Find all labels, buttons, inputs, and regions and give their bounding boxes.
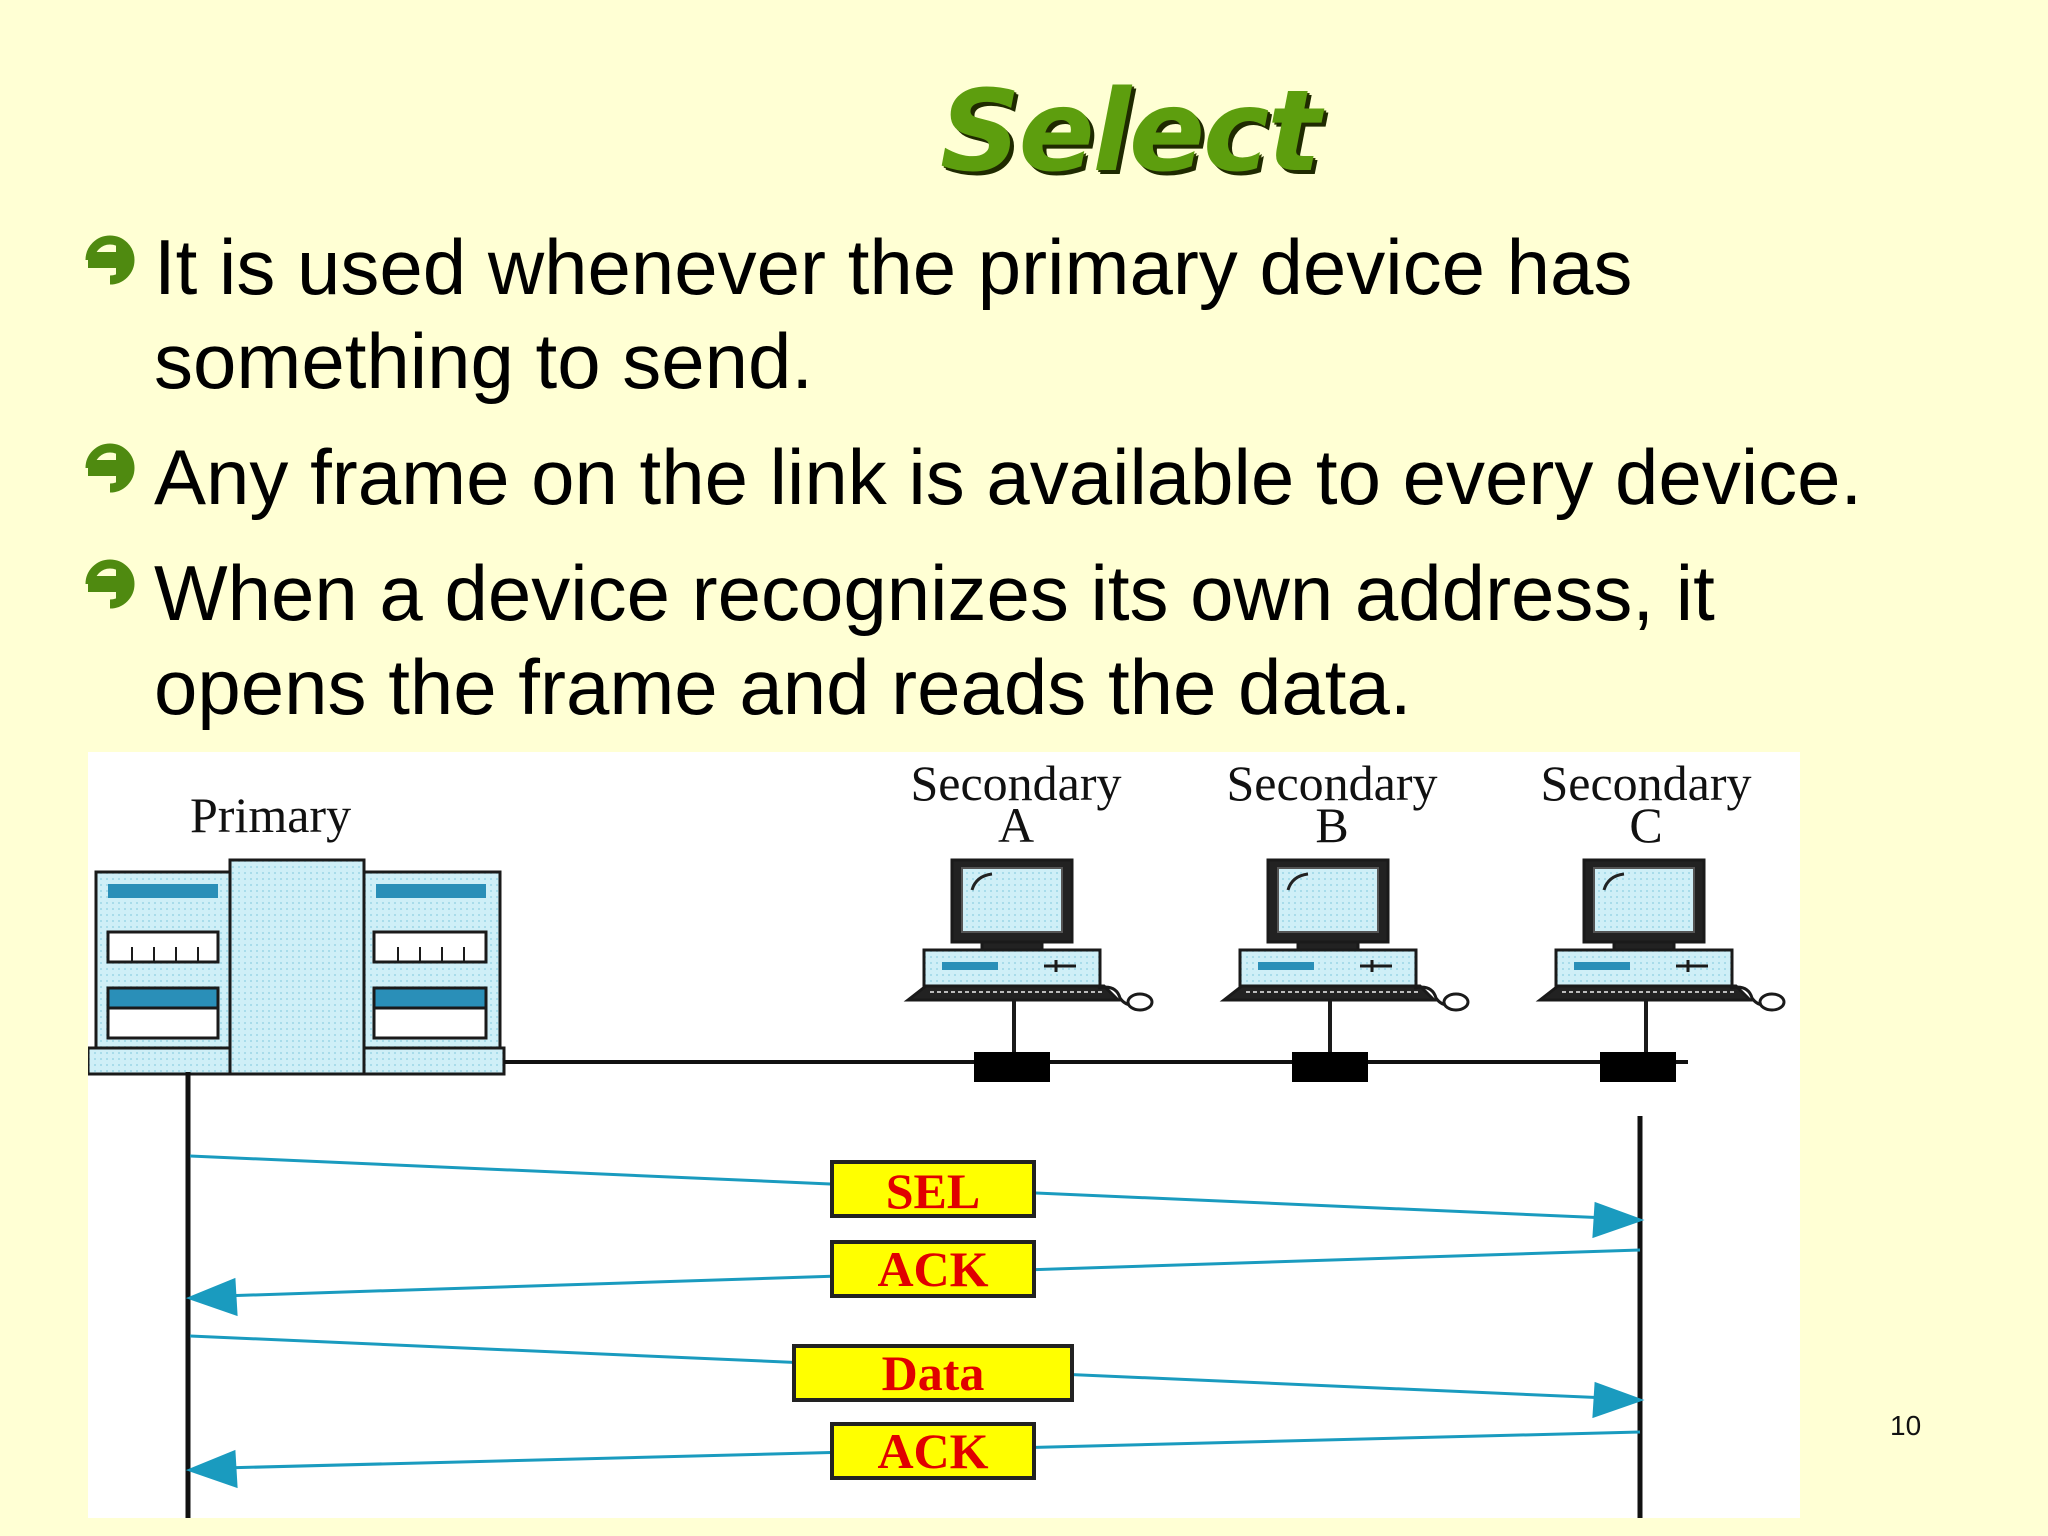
bullet-text-line: When a device recognizes its own address… bbox=[154, 549, 1715, 637]
arrowhead-right-icon bbox=[1592, 1381, 1645, 1419]
arrow-circle-right-icon bbox=[85, 443, 135, 493]
computer-icon bbox=[903, 858, 1154, 1082]
frame-box bbox=[830, 1240, 1036, 1298]
arrowhead-right-icon bbox=[1592, 1201, 1645, 1239]
secondary-label-c: Secondary bbox=[1540, 755, 1751, 811]
frame-label-ack: ACK bbox=[877, 1241, 988, 1297]
secondary-letter-c: C bbox=[1629, 797, 1662, 853]
arrowhead-left-icon bbox=[185, 1449, 238, 1489]
secondary-letter-b: B bbox=[1315, 797, 1348, 853]
computer-icon bbox=[1535, 858, 1786, 1082]
frame-label-sel: SEL bbox=[886, 1163, 981, 1219]
secondary-letter-a: A bbox=[998, 797, 1034, 853]
select-protocol-diagram: Primary Secondary A Secondary B Secondar… bbox=[88, 752, 1800, 1518]
arrow-circle-right-icon bbox=[85, 559, 135, 609]
bullet-text-line: It is used whenever the primary device h… bbox=[154, 223, 1633, 311]
primary-mainframe-icon bbox=[88, 858, 506, 1076]
computer-icon bbox=[1219, 858, 1470, 1082]
bullet-text-line: opens the frame and reads the data. bbox=[154, 643, 1412, 731]
frame-box bbox=[792, 1344, 1074, 1402]
slide-title: Select bbox=[940, 67, 1321, 197]
arrowhead-left-icon bbox=[185, 1277, 238, 1317]
frame-box bbox=[830, 1160, 1036, 1218]
arrow-circle-right-icon bbox=[85, 235, 135, 285]
primary-label: Primary bbox=[190, 787, 351, 843]
secondary-label-a: Secondary bbox=[910, 755, 1121, 811]
secondary-label-b: Secondary bbox=[1226, 755, 1437, 811]
frame-box bbox=[830, 1422, 1036, 1480]
bullet-text-line: something to send. bbox=[154, 317, 814, 405]
frame-label-ack: ACK bbox=[877, 1423, 988, 1479]
page-number: 10 bbox=[1890, 1410, 1922, 1441]
frame-label-data: Data bbox=[882, 1345, 985, 1401]
bullet-text-line: Any frame on the link is available to ev… bbox=[154, 433, 1863, 521]
